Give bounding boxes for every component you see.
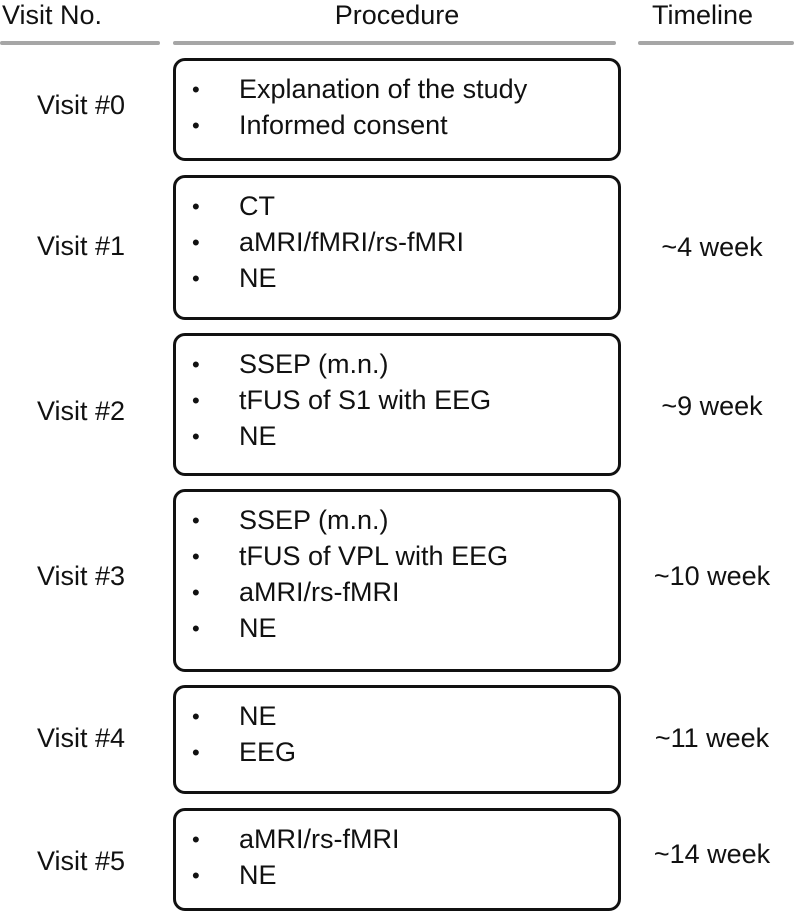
procedure-item-text: SSEP (m.n.)	[239, 349, 389, 379]
timeline-label: ~14 week	[653, 839, 771, 869]
timeline-label: ~11 week	[654, 723, 770, 753]
procedure-item: • NE	[176, 264, 618, 293]
header-divider-procedure	[173, 41, 616, 45]
procedure-item-text: tFUS of S1 with EEG	[239, 385, 492, 415]
bullet-icon: •	[192, 424, 200, 449]
bullet-icon: •	[192, 194, 200, 219]
procedure-item: • EEG	[176, 738, 618, 767]
procedure-item: • Informed consent	[176, 111, 618, 140]
procedure-item-text: NE	[239, 421, 277, 451]
timeline-label: ~10 week	[653, 561, 771, 591]
bullet-icon: •	[192, 827, 200, 852]
procedure-item: • aMRI/fMRI/rs-fMRI	[176, 228, 618, 257]
procedure-item-text: aMRI/fMRI/rs-fMRI	[239, 227, 464, 257]
visit-label: Visit #5	[36, 846, 126, 876]
procedure-box-visit-2: • SSEP (m.n.) • tFUS of S1 with EEG • NE	[173, 333, 621, 476]
procedure-item: • CT	[176, 192, 618, 221]
bullet-icon: •	[192, 740, 200, 765]
bullet-icon: •	[192, 266, 200, 291]
procedure-item-text: tFUS of VPL with EEG	[239, 541, 509, 571]
bullet-icon: •	[192, 863, 200, 888]
procedure-box-visit-0: • Explanation of the study • Informed cons…	[173, 58, 621, 161]
visit-label: Visit #3	[36, 561, 126, 591]
procedure-item: • Explanation of the study	[176, 75, 618, 104]
header-visit-no: Visit No.	[2, 0, 103, 30]
procedure-item-text: NE	[239, 701, 277, 731]
procedure-item-text: NE	[239, 613, 277, 643]
bullet-icon: •	[192, 388, 200, 413]
bullet-icon: •	[192, 704, 200, 729]
bullet-icon: •	[192, 352, 200, 377]
bullet-icon: •	[192, 77, 200, 102]
bullet-icon: •	[192, 544, 200, 569]
visit-label: Visit #4	[36, 723, 126, 753]
visit-label: Visit #2	[36, 396, 126, 426]
procedure-box-visit-4: • NE • EEG	[173, 685, 621, 794]
procedure-box-visit-1: • CT • aMRI/fMRI/rs-fMRI • NE	[173, 175, 621, 320]
procedure-item: • aMRI/rs-fMRI	[176, 825, 618, 854]
procedure-item: • tFUS of VPL with EEG	[176, 542, 618, 571]
procedure-item-text: NE	[239, 860, 277, 890]
procedure-item: • SSEP (m.n.)	[176, 350, 618, 379]
procedure-item-text: SSEP (m.n.)	[239, 505, 389, 535]
header-divider-timeline	[638, 41, 794, 45]
procedure-box-visit-5: • aMRI/rs-fMRI • NE	[173, 808, 621, 911]
procedure-item-text: Informed consent	[239, 110, 448, 140]
bullet-icon: •	[192, 230, 200, 255]
bullet-icon: •	[192, 616, 200, 641]
header-procedure: Procedure	[334, 0, 460, 30]
bullet-icon: •	[192, 508, 200, 533]
procedure-item: • NE	[176, 614, 618, 643]
procedure-item: • NE	[176, 861, 618, 890]
procedure-item: • NE	[176, 702, 618, 731]
visit-label: Visit #0	[36, 90, 126, 120]
procedure-item-text: EEG	[239, 737, 297, 767]
procedure-item-text: Explanation of the study	[239, 74, 528, 104]
header-divider-visit	[0, 41, 160, 45]
procedure-item: • tFUS of S1 with EEG	[176, 386, 618, 415]
procedure-item-text: aMRI/rs-fMRI	[239, 824, 400, 854]
timeline-label: ~9 week	[661, 391, 763, 421]
header-timeline: Timeline	[652, 0, 754, 30]
procedure-box-visit-3: • SSEP (m.n.) • tFUS of VPL with EEG • aMRI…	[173, 489, 621, 672]
procedure-item-text: aMRI/rs-fMRI	[239, 577, 400, 607]
procedure-item: • NE	[176, 422, 618, 451]
bullet-icon: •	[192, 113, 200, 138]
bullet-icon: •	[192, 580, 200, 605]
procedure-item-text: CT	[239, 191, 275, 221]
procedure-item: • SSEP (m.n.)	[176, 506, 618, 535]
timeline-label: ~4 week	[661, 232, 763, 262]
visit-label: Visit #1	[36, 231, 126, 261]
procedure-item-text: NE	[239, 263, 277, 293]
procedure-item: • aMRI/rs-fMRI	[176, 578, 618, 607]
